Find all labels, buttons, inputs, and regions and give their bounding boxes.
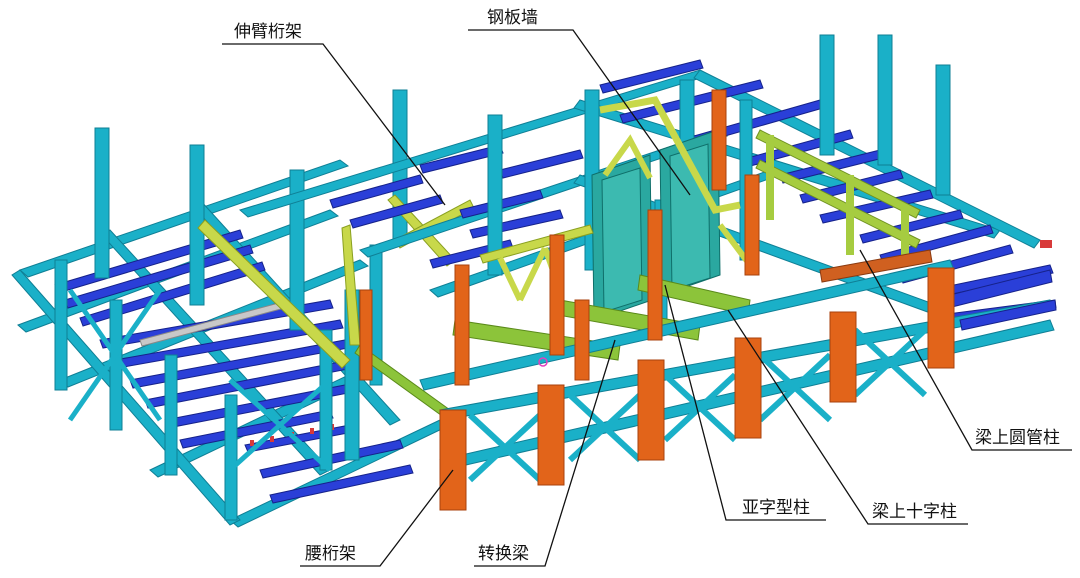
label-transfer-beam: 转换梁 — [478, 544, 529, 564]
label-outrigger-truss: 伸臂桁架 — [234, 22, 302, 42]
leader-belt-truss — [300, 469, 454, 567]
leader-cruciform-column — [664, 284, 826, 521]
label-steel-plate-wall: 钢板墙 — [487, 8, 538, 28]
left-columns — [54, 89, 408, 521]
leader-transfer-beam — [474, 339, 616, 567]
label-cruciform-column: 亚字型柱 — [742, 498, 810, 518]
label-cross-column-on-beam: 梁上十字柱 — [872, 502, 957, 522]
leader-round-tube-column — [859, 249, 1072, 451]
right-truss — [755, 129, 921, 265]
label-belt-truss: 腰桁架 — [305, 544, 356, 564]
leader-cross-column — [727, 309, 968, 525]
leader-lines — [222, 29, 1072, 567]
orange-columns — [359, 89, 955, 511]
steel-structure-model — [11, 34, 1057, 528]
leader-steel-plate-wall — [468, 29, 691, 196]
leader-outrigger-truss — [222, 43, 446, 206]
marker-circle — [538, 357, 548, 367]
steel-plate-wall-panels — [591, 96, 753, 321]
label-round-tube-column: 梁上圆管柱 — [975, 428, 1060, 448]
